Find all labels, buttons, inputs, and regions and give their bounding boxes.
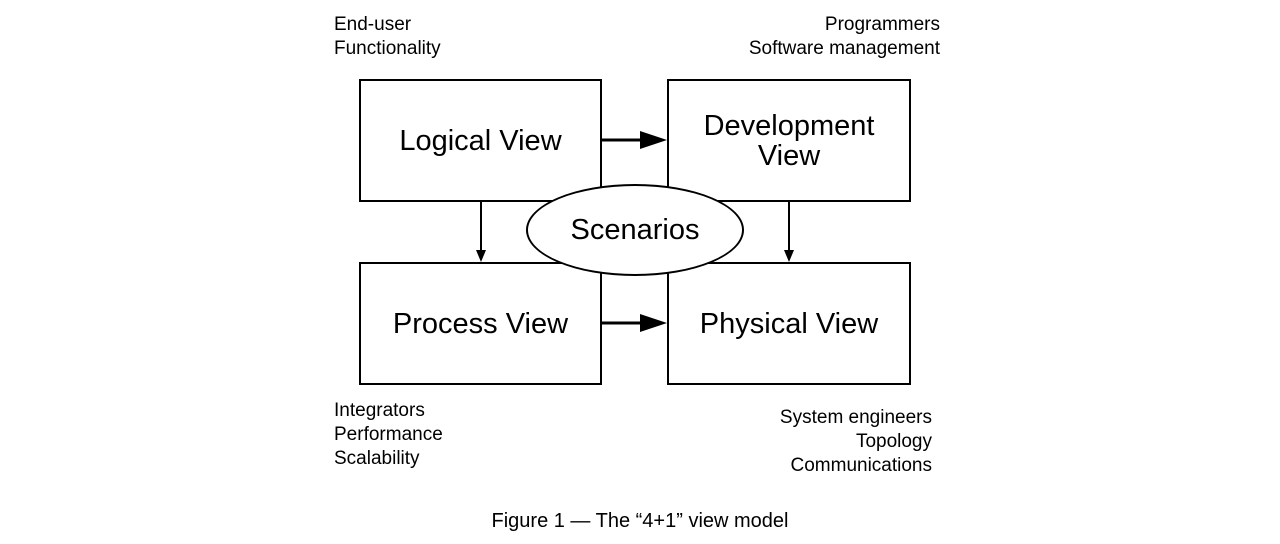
arrow-logical-to-process: [476, 202, 486, 262]
note-physical-line2: Topology: [855, 431, 932, 452]
note-physical-line1: System engineers: [779, 407, 932, 428]
note-logical: End-user Functionality: [334, 13, 441, 61]
arrow-logical-to-development: [602, 131, 667, 149]
note-development-line2: Software management: [748, 38, 940, 59]
scenarios-label: Scenarios: [570, 213, 700, 246]
note-process-line2: Performance: [334, 424, 443, 445]
note-process-line1: Integrators: [334, 400, 425, 421]
physical-view-label: Physical View: [699, 307, 879, 340]
development-view-box: Development View: [667, 79, 911, 202]
logical-view-label: Logical View: [399, 124, 562, 157]
note-development: Programmers Software management: [749, 13, 940, 61]
note-process-line3: Scalability: [334, 448, 420, 469]
development-view-label-line2: View: [757, 139, 821, 172]
note-logical-line1: End-user: [334, 14, 412, 35]
development-view-label-line1: Development: [703, 109, 875, 142]
note-physical: System engineers Topology Communications: [780, 406, 932, 478]
logical-view-box: Logical View: [359, 79, 602, 202]
process-view-label: Process View: [392, 307, 569, 340]
arrow-development-to-physical: [784, 202, 794, 262]
physical-view-box: Physical View: [667, 262, 911, 385]
figure-caption: Figure 1 — The “4+1” view model: [491, 510, 789, 532]
note-process: Integrators Performance Scalability: [334, 399, 443, 471]
scenarios-ellipse: Scenarios: [526, 184, 744, 276]
note-development-line1: Programmers: [824, 14, 940, 35]
process-view-box: Process View: [359, 262, 602, 385]
note-physical-line3: Communications: [790, 455, 933, 476]
note-logical-line2: Functionality: [334, 38, 441, 59]
arrow-process-to-physical: [602, 314, 667, 332]
development-view-label: Development View: [704, 111, 875, 171]
